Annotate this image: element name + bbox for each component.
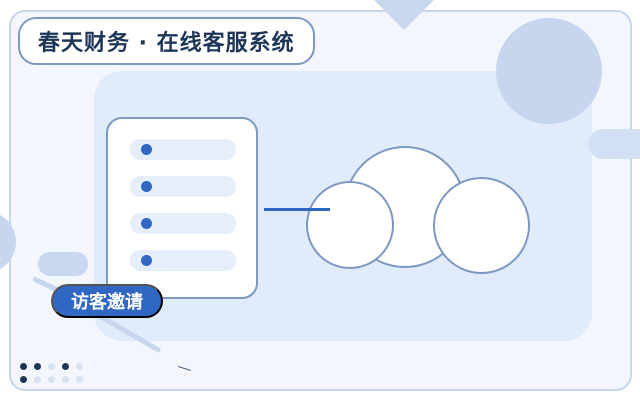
connector-line [264, 208, 330, 211]
decorative-circle-top-right [496, 18, 602, 124]
list-item [130, 250, 236, 271]
server-list-icon [106, 117, 258, 299]
bullet-dot [141, 255, 152, 266]
dot [76, 376, 83, 383]
bullet-dot [141, 144, 152, 155]
dot [34, 363, 41, 370]
list-item [130, 213, 236, 234]
list-item [130, 176, 236, 197]
page-title: 春天财务 · 在线客服系统 [38, 31, 295, 56]
decorative-dot-grid [20, 363, 96, 387]
dot [48, 363, 55, 370]
bullet-dot [141, 181, 152, 192]
decorative-pill-right [588, 129, 640, 159]
dot [62, 376, 69, 383]
dot [76, 363, 83, 370]
title-pill: 春天财务 · 在线客服系统 [18, 17, 315, 65]
dot [34, 376, 41, 383]
dot [48, 376, 55, 383]
list-item [130, 139, 236, 160]
cloud-icon-left-lobe [306, 181, 394, 269]
visitor-invite-button[interactable]: 访客邀请 [51, 284, 163, 318]
dot [20, 363, 27, 370]
decorative-pill-left [38, 252, 88, 276]
cloud-icon-right-lobe [433, 177, 530, 274]
bullet-dot [141, 218, 152, 229]
dot [62, 363, 69, 370]
dot [20, 376, 27, 383]
